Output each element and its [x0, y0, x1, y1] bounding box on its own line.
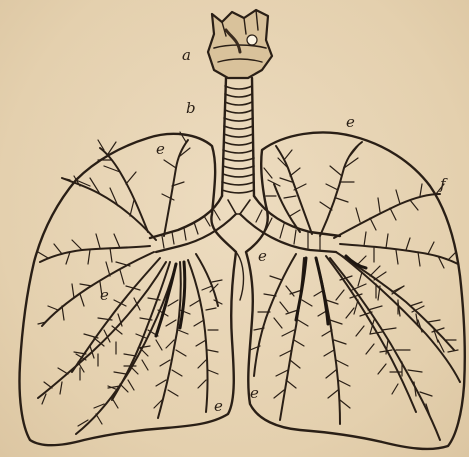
label-e-top-left: e	[156, 140, 165, 158]
label-e-mid-right: e	[258, 247, 267, 265]
label-e-bottom-center: e	[214, 397, 223, 415]
trachea	[222, 78, 254, 196]
label-a: a	[182, 46, 191, 64]
label-b: b	[186, 99, 196, 117]
labels: a b e e f e e e e	[100, 46, 448, 415]
main-bronchi	[150, 196, 340, 252]
larynx	[208, 10, 272, 78]
label-e-bottom-left: e	[100, 286, 109, 304]
label-e-lower-right: e	[250, 384, 259, 402]
tracheal-rings	[222, 86, 254, 193]
label-f: f	[439, 175, 448, 193]
label-e-top-right: e	[346, 113, 355, 131]
